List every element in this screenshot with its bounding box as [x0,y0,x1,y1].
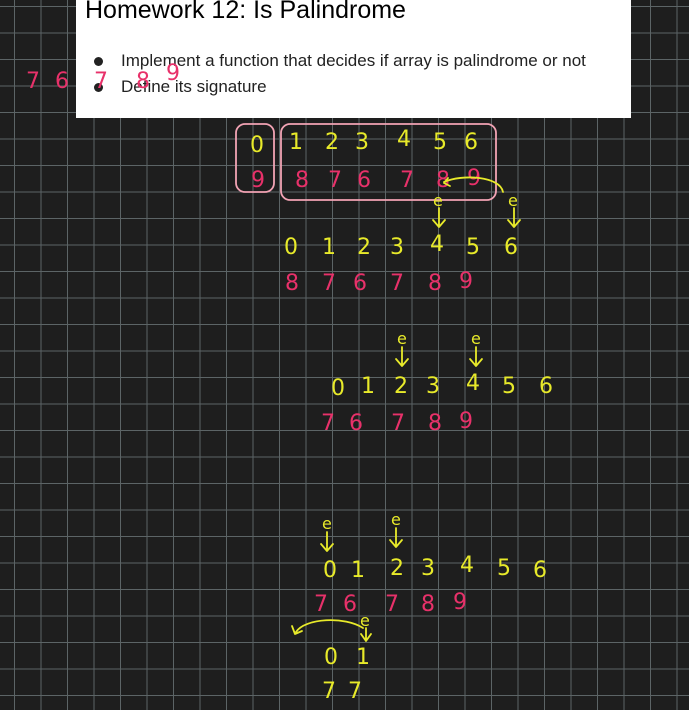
down-arrow-icon [360,627,372,642]
arrowhead [443,177,451,187]
index-digit: 3 [421,556,435,581]
scribble-digit: 6 [55,69,69,94]
pointer-label: e [433,191,443,210]
value-digit: 7 [391,411,405,436]
arrowhead [291,625,303,635]
pointer-label: e [397,329,407,348]
value-digit: 8 [285,271,299,296]
value-digit: 7 [321,411,335,436]
bullet-text: Define its signature [121,77,267,96]
bullet-icon [94,83,103,92]
down-arrow-icon [395,346,409,367]
index-digit: 5 [433,130,447,155]
index-digit: 5 [497,556,511,581]
value-digit: 9 [453,590,467,615]
index-digit: 4 [397,127,411,152]
index-digit: 3 [426,374,440,399]
value-digit: 9 [467,166,481,191]
pointer-label: e [360,611,370,630]
scribble-digit: 8 [136,69,150,94]
index-row: 0 1 2 3 4 5 6 [323,553,547,583]
value-row: 8 7 6 7 8 9 [285,269,473,296]
swap-arrow [443,176,504,193]
index-digit: 4 [466,371,480,396]
index-digit: 2 [390,556,404,581]
value-digit: 9 [459,409,473,434]
index-digit: 0 [284,235,298,260]
down-arrow-icon [389,527,403,548]
pointer-label: e [322,514,332,533]
value-row: 7 6 7 8 9 [321,409,473,436]
index-digit: 3 [390,235,404,260]
pointer-label: e [391,510,401,529]
scribble-digit: 9 [166,61,180,86]
index-digit: 5 [466,235,480,260]
index-digit: 2 [394,374,408,399]
down-arrow-icon [432,207,446,228]
value-digit: 8 [436,168,450,193]
value-digit: 9 [459,269,473,294]
value-digit: 7 [328,168,342,193]
value-digit: 7 [322,271,336,296]
value-digit: 7 [322,679,336,704]
value-digit: 6 [357,168,371,193]
value-row: 9 8 7 6 7 8 9 [251,166,481,193]
value-digit: 8 [428,271,442,296]
index-digit: 0 [250,133,264,158]
index-digit: 6 [539,374,553,399]
value-row: 7 7 [322,679,362,704]
highlight-box [235,123,275,193]
index-digit: 6 [504,235,518,260]
value-digit: 7 [314,592,328,617]
index-digit: 2 [357,235,371,260]
index-row: 0 1 2 3 4 5 6 [250,127,478,158]
index-row: 0 1 2 3 4 5 6 [284,232,518,260]
index-digit: 1 [289,130,303,155]
index-digit: 1 [351,558,365,583]
index-digit: 4 [430,232,444,257]
value-row: 7 6 7 8 9 [314,590,467,617]
index-digit: 0 [331,376,345,401]
index-row: 0 1 2 3 4 5 6 [331,371,553,401]
index-digit: 0 [324,645,338,670]
index-digit: 0 [323,558,337,583]
value-digit: 7 [400,168,414,193]
scribble-digit: 7 [94,69,108,94]
swap-arrow [295,619,364,633]
value-digit: 8 [428,411,442,436]
index-digit: 4 [460,553,474,578]
value-digit: 6 [349,411,363,436]
index-digit: 3 [355,130,369,155]
index-digit: 2 [325,130,339,155]
highlight-box [280,123,497,201]
down-arrow-icon [507,207,521,228]
value-digit: 8 [295,168,309,193]
index-digit: 6 [464,130,478,155]
bullet-icon [94,57,103,66]
value-digit: 9 [251,168,265,193]
index-digit: 1 [356,645,370,670]
pointer-label: e [508,191,518,210]
value-digit: 6 [343,592,357,617]
pointer-label: e [471,329,481,348]
lecture-slide: Homework 12: Is Palindrome Implement a f… [76,0,631,118]
bullet-text: Implement a function that decides if arr… [121,51,586,70]
value-digit: 7 [348,679,362,704]
index-digit: 6 [533,558,547,583]
value-digit: 7 [385,592,399,617]
scribble-row: 7 6 7 8 9 [26,61,180,94]
down-arrow-icon [320,531,334,552]
index-digit: 1 [322,235,336,260]
slide-title: Homework 12: Is Palindrome [85,0,406,24]
index-row: 0 1 [324,645,370,670]
value-digit: 8 [421,592,435,617]
value-digit: 6 [353,271,367,296]
index-digit: 1 [361,374,375,399]
down-arrow-icon [469,346,483,367]
index-digit: 5 [502,374,516,399]
scribble-digit: 7 [26,69,40,94]
value-digit: 7 [390,271,404,296]
